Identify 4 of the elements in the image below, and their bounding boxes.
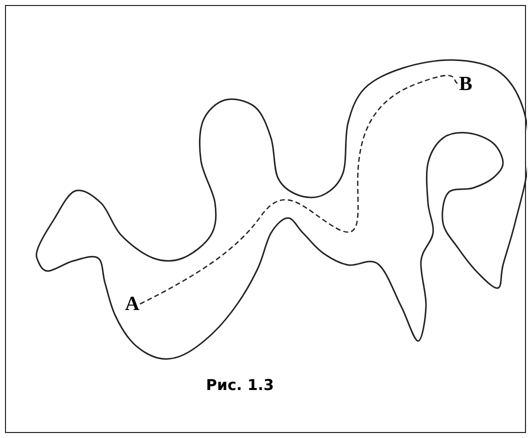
- point-label: B: [458, 74, 474, 94]
- point-label: A: [124, 294, 140, 314]
- dashed-path: [140, 74, 458, 305]
- figure-caption: Рис. 1.3: [206, 376, 274, 394]
